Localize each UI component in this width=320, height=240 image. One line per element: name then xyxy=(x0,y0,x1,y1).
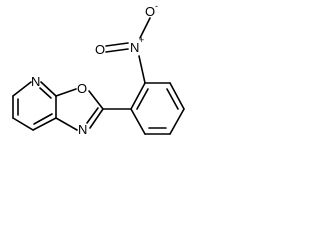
molecule-structure: N O N N + O - O xyxy=(12,1,185,137)
bond-oxazole-c2-n xyxy=(89,108,104,129)
bond-oxazole-c2-n-inner xyxy=(86,107,99,124)
bond-phenyl-c4-c5 xyxy=(169,108,185,135)
atom-nitro-n: N xyxy=(130,40,139,55)
bond-nitro-n-o-top xyxy=(139,17,151,39)
bond-nitro-n-o-left-a xyxy=(105,42,129,47)
bond-pyridine-c7a-n xyxy=(40,81,57,97)
bond-pyridine-c3-c3a-inner xyxy=(33,113,53,125)
bond-nitro-n-o-left-b xyxy=(105,48,129,53)
charge-nitro-o-top: - xyxy=(155,1,158,11)
atom-oxazole-o: O xyxy=(77,81,87,96)
bond-oxazole-n-c3a xyxy=(55,117,78,131)
structure-canvas: N O N N + O - O xyxy=(12,1,185,137)
bond-phenyl-c6-c1 xyxy=(130,108,146,135)
bond-oxazole-o-c2 xyxy=(88,90,104,110)
charge-nitro-n: + xyxy=(139,35,144,45)
bond-pyridine-c3-c3a xyxy=(32,117,57,131)
bond-pyridine-c2-c3 xyxy=(12,117,34,131)
atom-pyridine-n: N xyxy=(31,74,40,89)
bond-phenyl-c1-c2-inner xyxy=(136,88,149,110)
bond-oxazole-c7a-o xyxy=(55,88,77,97)
bond-phenyl-c1-c2 xyxy=(130,82,146,110)
bond-pyridine-c7a-n-inner xyxy=(39,87,52,99)
bond-phenyl-c3-c4-inner xyxy=(166,88,179,110)
atom-oxazole-n: N xyxy=(78,122,87,137)
bond-phenyl-c3-c4 xyxy=(169,82,185,110)
atom-nitro-o-left: O xyxy=(95,42,105,57)
bond-phenyl-nitro-n xyxy=(138,55,146,84)
atom-nitro-o-top: O xyxy=(145,4,155,19)
bond-pyridine-n-c1 xyxy=(12,81,32,97)
